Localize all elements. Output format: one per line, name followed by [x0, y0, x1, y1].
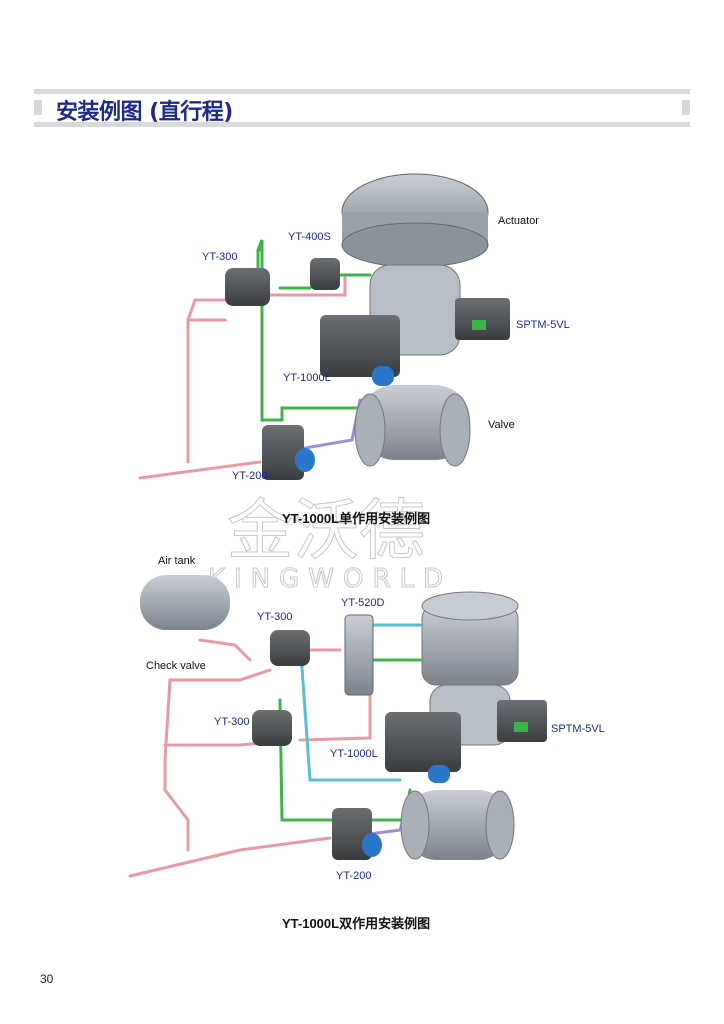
label-yt1000l-2: YT-1000L: [330, 748, 378, 760]
label-yt300-bottom: YT-300: [214, 716, 250, 728]
watermark-en: KINGWORLD: [208, 564, 452, 594]
caption-single-acting: YT-1000L单作用安装例图: [282, 511, 431, 526]
header-left-marker: [34, 100, 42, 115]
air-supply-pipe: [138, 276, 347, 480]
page-title: 安装例图 (直行程): [56, 100, 233, 125]
label-check-valve: Check valve: [146, 660, 206, 672]
single-acting-diagram: [138, 173, 510, 480]
header-right-marker: [682, 100, 690, 115]
label-yt300-top: YT-300: [257, 611, 293, 623]
double-acting-diagram: [128, 575, 547, 878]
signal-pipe: [256, 239, 374, 422]
watermark-cn: 金沃德: [227, 492, 425, 569]
label-yt520d: YT-520D: [341, 597, 385, 609]
label-sptm-2: SPTM-5VL: [551, 723, 605, 735]
label-valve: Valve: [488, 419, 515, 431]
label-yt1000l: YT-1000L: [283, 372, 331, 384]
label-yt400s: YT-400S: [288, 231, 331, 243]
label-actuator: Actuator: [498, 215, 539, 227]
label-yt300: YT-300: [202, 251, 238, 263]
header-top-rule: [34, 89, 690, 94]
page-number: 30: [40, 972, 54, 986]
label-yt200: YT-200: [232, 470, 268, 482]
caption-double-acting: YT-1000L双作用安装例图: [282, 916, 431, 931]
label-sptm: SPTM-5VL: [516, 319, 570, 331]
label-yt200-2: YT-200: [336, 870, 372, 882]
air-supply-pipe-2: [128, 638, 372, 878]
header-bottom-rule: [34, 122, 690, 127]
label-air-tank: Air tank: [158, 555, 196, 567]
